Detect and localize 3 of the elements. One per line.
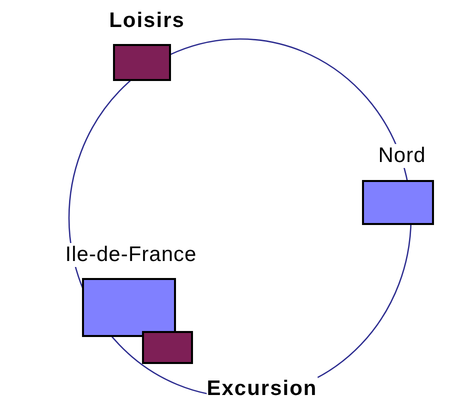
region-label: Nord xyxy=(378,144,426,168)
region-label: Excursion xyxy=(206,377,318,401)
region-label: Ile-de-France xyxy=(65,243,197,267)
